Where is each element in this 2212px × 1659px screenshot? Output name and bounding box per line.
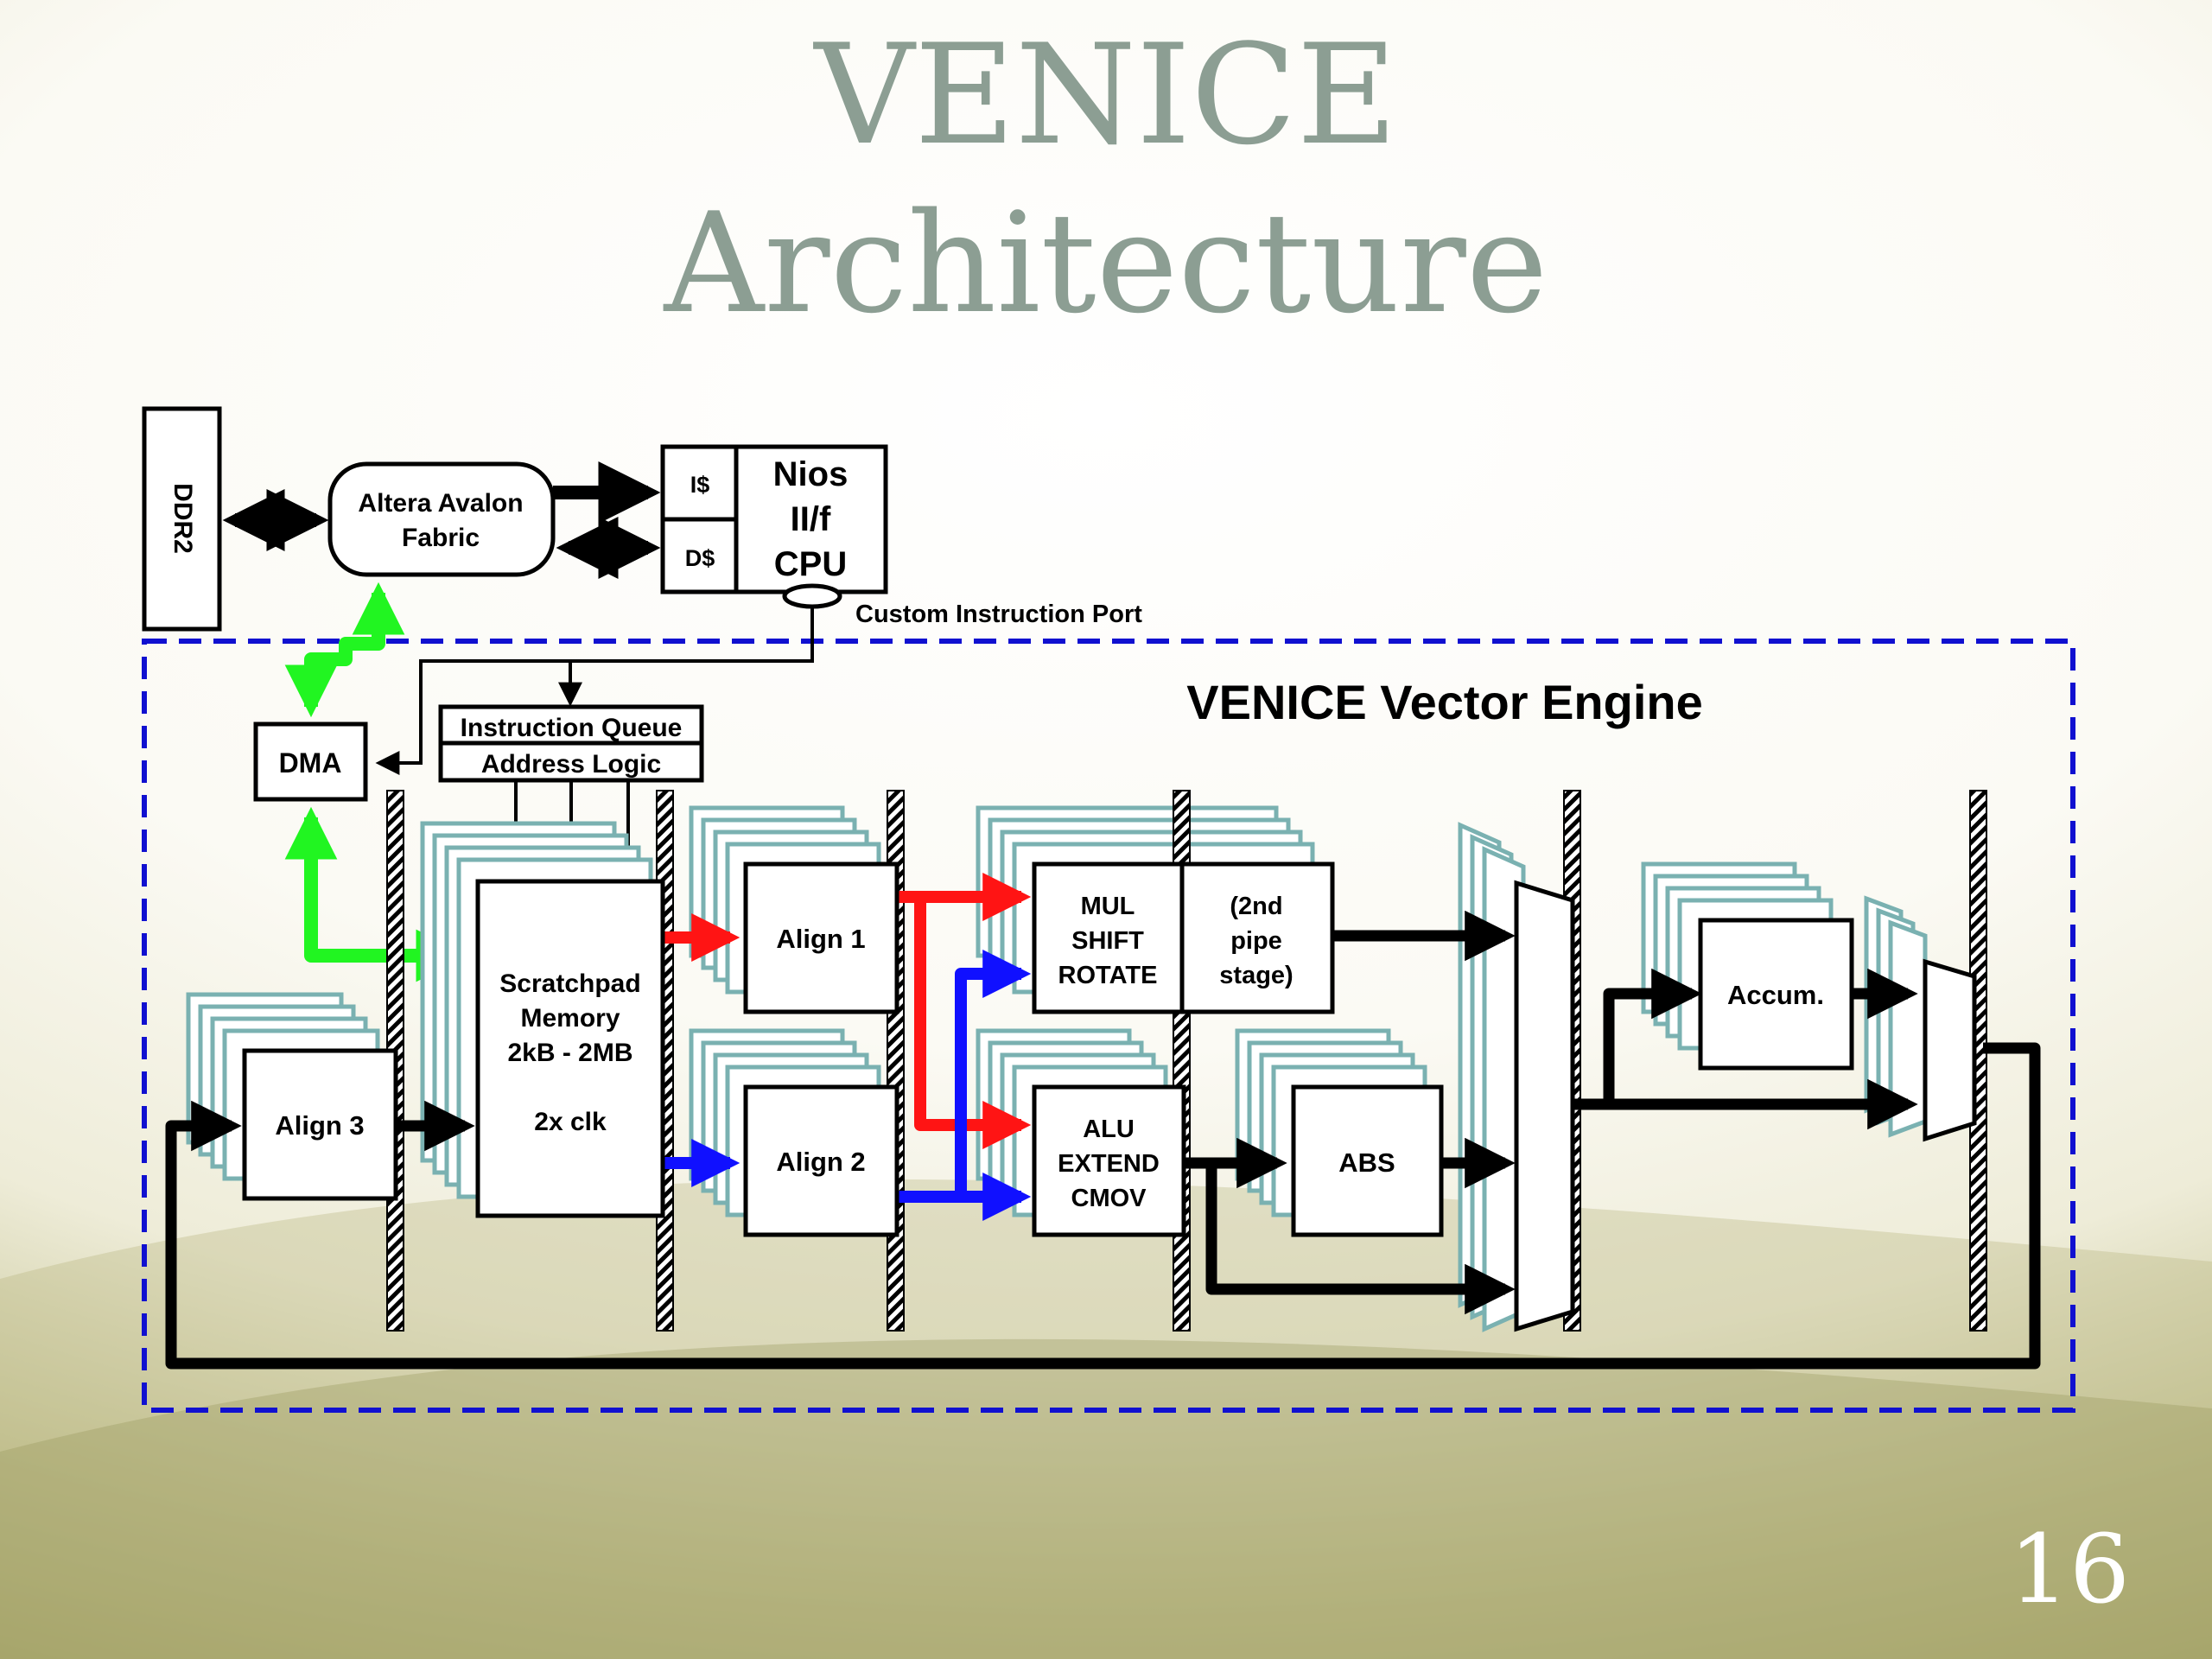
abs-label: ABS	[1338, 1147, 1395, 1178]
vector-engine-label: VENICE Vector Engine	[1186, 675, 1703, 729]
nios-cpu-block: I$ D$ Nios II/f CPU	[660, 444, 888, 594]
align1-to-alu-wire	[914, 897, 1032, 1149]
mux-to-accum-wire	[1573, 968, 1702, 1110]
background-wave	[0, 1179, 2212, 1659]
align2-label: Align 2	[776, 1147, 865, 1177]
feedback-loop-wire	[165, 1042, 2041, 1370]
mul-label-line-2: SHIFT	[1071, 927, 1144, 955]
accum-label: Accum.	[1727, 980, 1824, 1010]
page-number: 16	[2009, 1514, 2130, 1624]
mul-label-line-1: MUL	[1081, 893, 1135, 920]
align3-block: Align 3	[242, 1048, 398, 1201]
mul-label-line-3: ROTATE	[1058, 962, 1158, 989]
alu-label-line-1: ALU	[1083, 1116, 1135, 1143]
dma-block: DMA	[253, 721, 368, 802]
scratchpad-label-line-1: Scratchpad	[499, 969, 640, 998]
abs-block: ABS	[1291, 1084, 1444, 1237]
address-logic-label: Address Logic	[481, 750, 661, 779]
result-mux	[1514, 880, 1575, 1332]
cpu-label-line-2: II/f	[791, 500, 831, 538]
ddr2-label: DDR2	[168, 483, 197, 554]
alu-label-line-2: EXTEND	[1058, 1150, 1160, 1178]
accumulator-block: Accum.	[1698, 918, 1854, 1071]
pipe2-label-line-1: (2nd	[1230, 893, 1282, 920]
scratchpad-label-line-4: 2x clk	[534, 1108, 607, 1136]
pipe2-label-line-3: stage)	[1219, 962, 1293, 989]
mul-shift-rotate-block: MUL SHIFT ROTATE (2nd pipe stage)	[1032, 861, 1335, 1014]
slide-title-line-1: VENICE	[814, 14, 1398, 175]
output-mux	[1923, 958, 1977, 1142]
dcache-label: D$	[685, 545, 715, 571]
ddr2-block: DDR2	[142, 406, 222, 632]
alu-bypass-to-mux-wire	[1205, 1163, 1516, 1315]
avalon-label-line-2: Fabric	[402, 524, 480, 552]
dma-scratchpad-link	[284, 806, 469, 982]
dma-label: DMA	[279, 747, 342, 779]
scratchpad-label-line-3: 2kB - 2MB	[507, 1039, 632, 1067]
cpu-label-line-1: Nios	[773, 455, 849, 493]
align2-to-mul-wire	[897, 950, 1032, 1203]
align1-label: Align 1	[776, 924, 865, 954]
scratchpad-memory-block: Scratchpad Memory 2kB - 2MB 2x clk	[475, 879, 665, 1218]
custom-port-to-control-wire	[375, 607, 814, 775]
custom-instruction-port	[782, 583, 842, 609]
slide-title-line-2: Architecture	[664, 182, 1548, 344]
align2-block: Align 2	[743, 1084, 899, 1237]
custom-instruction-port-label: Custom Instruction Port	[855, 601, 1142, 628]
instruction-queue-block: Instruction Queue Address Logic	[438, 704, 704, 783]
pipe2-label-line-2: pipe	[1230, 927, 1282, 955]
avalon-dma-link	[284, 582, 405, 718]
icache-label: I$	[690, 472, 710, 498]
avalon-fabric-block: Altera Avalon Fabric	[327, 461, 556, 577]
scratchpad-label-line-2: Memory	[520, 1004, 620, 1033]
alu-label-line-3: CMOV	[1071, 1185, 1147, 1212]
align3-label: Align 3	[275, 1110, 364, 1141]
avalon-label-line-1: Altera Avalon	[358, 489, 523, 518]
instruction-queue-label: Instruction Queue	[461, 714, 683, 742]
alu-block: ALU EXTEND CMOV	[1032, 1084, 1186, 1237]
cpu-label-line-3: CPU	[774, 545, 847, 583]
align1-block: Align 1	[743, 861, 899, 1014]
